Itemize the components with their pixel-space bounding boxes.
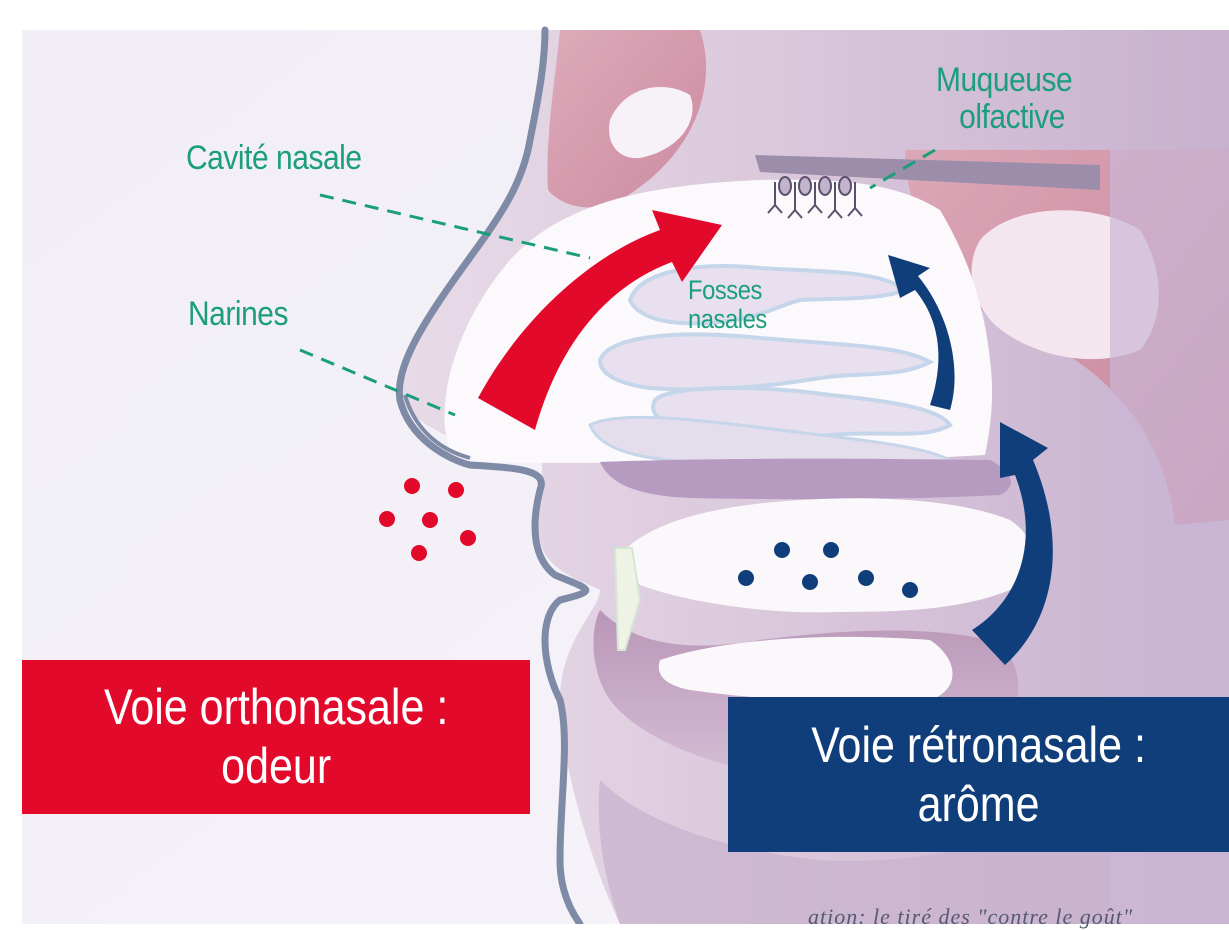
label-muqueuse-line2: olfactive bbox=[936, 99, 1072, 136]
orthonasal-subtitle: odeur bbox=[104, 737, 448, 796]
hard-palate bbox=[600, 459, 1011, 500]
image-credit: ation: le tiré des "contre le goût" bbox=[808, 904, 1133, 930]
label-fosses-nasales: Fosses nasales bbox=[688, 276, 767, 334]
label-fosses-line1: Fosses bbox=[688, 276, 767, 305]
label-narines: Narines bbox=[188, 296, 288, 333]
orthonasal-title: Voie orthonasale : bbox=[104, 678, 448, 737]
orthonasal-pathway-box: Voie orthonasale : odeur bbox=[22, 660, 530, 814]
label-cavite-nasale: Cavité nasale bbox=[186, 140, 362, 177]
retronasal-subtitle: arôme bbox=[811, 775, 1146, 834]
label-muqueuse-line1: Muqueuse bbox=[936, 62, 1072, 99]
label-muqueuse-olfactive: Muqueuse olfactive bbox=[936, 62, 1072, 135]
retronasal-title: Voie rétronasale : bbox=[811, 716, 1146, 775]
retronasal-pathway-box: Voie rétronasale : arôme bbox=[728, 697, 1229, 852]
label-fosses-line2: nasales bbox=[688, 305, 767, 334]
